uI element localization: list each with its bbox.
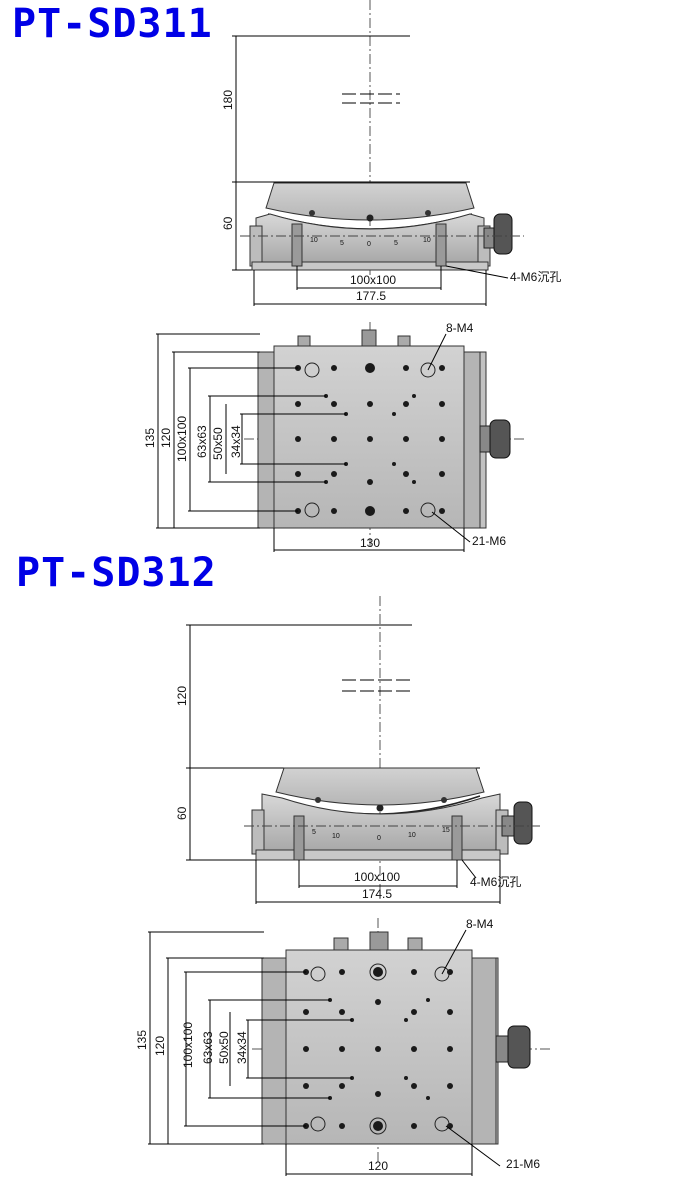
sd311-dim-130: 130 [360,536,380,550]
sd312-scale-tick: 0 [377,835,381,842]
sd312-label-8-m4: 8-M4 [466,917,494,931]
sd311-scale-tick: 10 [310,237,318,244]
sd312-scale-tick: 10 [408,832,416,839]
sd311-dim-50x50: 50x50 [211,427,225,460]
sd312-holes-label: 4-M6沉孔 [470,875,521,889]
sd311-holes-label: 4-M6沉孔 [510,270,561,284]
sd312-scale-tick: 10 [332,833,340,840]
model-title-sd311: PT-SD311 [12,1,213,47]
sd311-dim-100x100-v: 100x100 [175,416,189,462]
sd311-scale-tick: 0 [367,241,371,248]
sd311-dim-100x100: 100x100 [350,273,396,287]
sd312-label-21-m6: 21-M6 [506,1157,540,1171]
sd312-dim-63x63: 63x63 [201,1031,215,1064]
sd311-scale-tick: 5 [394,240,398,247]
sd311-dim-34x34: 34x34 [229,425,243,458]
sd312-dim-174-5: 174.5 [362,887,392,901]
sd312-front-view: 120 60 5 10 0 10 15 100x100 174.5 4-M6沉孔 [175,596,540,904]
sd312-dim-120-w: 120 [368,1159,388,1173]
sd311-dim-120: 120 [159,428,173,448]
sd311-front-view: 180 60 10 5 0 5 10 100x100 [221,0,561,306]
sd312-dim-100x100-v: 100x100 [181,1022,195,1068]
sd311-dim-63x63: 63x63 [195,425,209,458]
sd312-dim-34x34: 34x34 [235,1031,249,1064]
sd311-label-8-m4: 8-M4 [446,321,474,335]
sd311-dim-180: 180 [221,90,235,110]
sd311-scale-tick: 10 [423,237,431,244]
sd311-top-view: 135 120 100x100 63x63 50x50 34x34 130 8-… [143,321,524,552]
sd311-dim-60: 60 [221,216,235,230]
sd312-top-view: 135 120 100x100 63x63 50x50 34x34 120 8-… [135,917,552,1176]
sd312-dim-120: 120 [153,1036,167,1056]
sd312-dim-50x50: 50x50 [217,1031,231,1064]
sd312-dim-100x100: 100x100 [354,870,400,884]
sd312-scale-tick: 15 [442,827,450,834]
sd312-dim-120: 120 [175,686,189,706]
sd311-scale-tick: 5 [340,240,344,247]
sd311-dim-177-5: 177.5 [356,289,386,303]
sd312-dim-60: 60 [175,806,189,820]
sd312-scale-tick: 5 [312,829,316,836]
sd311-dim-135: 135 [143,428,157,448]
model-title-sd312: PT-SD312 [16,550,217,596]
sd311-label-21-m6: 21-M6 [472,534,506,548]
sd312-dim-135: 135 [135,1030,149,1050]
